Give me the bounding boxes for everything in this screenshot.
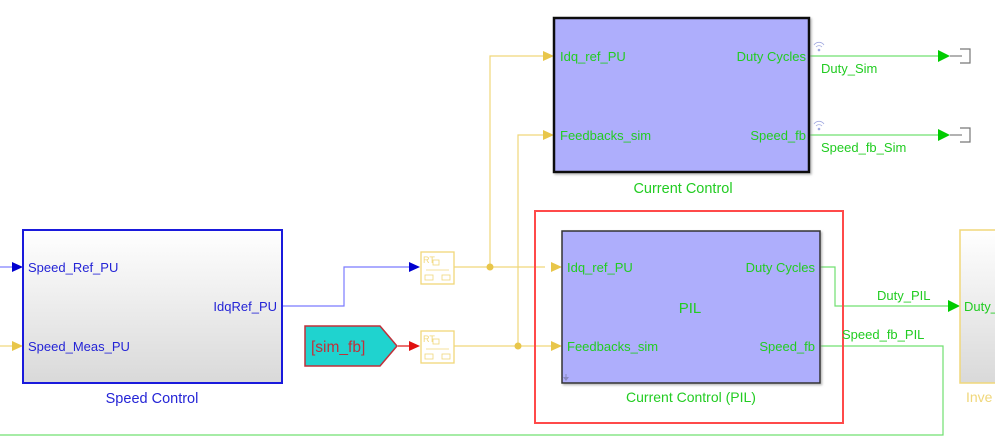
signal-branch-fb-top[interactable] bbox=[517, 134, 545, 346]
speed-control-block[interactable] bbox=[22, 229, 283, 384]
port-speed-meas: Speed_Meas_PU bbox=[28, 339, 130, 354]
signal-speed-fb-pil[interactable] bbox=[0, 345, 944, 436]
arrow-pil-fb bbox=[551, 341, 562, 351]
rt-label: RT bbox=[423, 255, 435, 265]
arrow-duty-pil bbox=[948, 300, 960, 312]
arrow-duty-sim bbox=[938, 50, 950, 62]
signal-idqref[interactable] bbox=[282, 266, 410, 307]
signal-label-duty-pil: Duty_PIL bbox=[877, 288, 930, 303]
port-cc-duty: Duty Cycles bbox=[737, 49, 807, 64]
port-speed-ref: Speed_Ref_PU bbox=[28, 260, 118, 275]
terminator-icon[interactable] bbox=[950, 127, 971, 143]
arrow-pil-idq bbox=[551, 262, 562, 272]
rt-label: RT bbox=[423, 334, 435, 344]
port-pil-duty: Duty Cycles bbox=[746, 260, 816, 275]
speed-control-title[interactable]: Speed Control bbox=[106, 391, 199, 407]
current-control-block[interactable] bbox=[552, 16, 811, 174]
branch-dot-idq bbox=[486, 263, 494, 271]
rate-transition-block[interactable] bbox=[420, 251, 455, 285]
signal-label-speed-fb-pil: Speed_fb_PIL bbox=[842, 327, 924, 342]
terminator-icon[interactable] bbox=[950, 48, 971, 64]
goto-tag-block[interactable] bbox=[304, 325, 398, 367]
arrow-speed-fb-sim bbox=[938, 129, 950, 141]
port-idqref: IdqRef_PU bbox=[213, 299, 277, 314]
port-cc-idq: Idq_ref_PU bbox=[560, 49, 626, 64]
port-pil-feedbacks: Feedbacks_sim bbox=[567, 339, 658, 354]
arrow-speed-meas bbox=[12, 341, 23, 351]
signal-log-icon bbox=[813, 41, 825, 52]
signal-branch-idq-top[interactable] bbox=[489, 55, 545, 267]
inverter-title[interactable]: Inve bbox=[966, 389, 993, 405]
highlight-box bbox=[534, 210, 844, 424]
arrow-sim-fb bbox=[409, 341, 420, 351]
rate-transition-block[interactable] bbox=[420, 330, 455, 364]
signal-log-icon bbox=[813, 120, 825, 131]
current-control-pil-title[interactable]: Current Control (PIL) bbox=[626, 389, 756, 405]
arrow-speed-ref bbox=[12, 262, 23, 272]
arrow-cc-fb bbox=[543, 130, 554, 140]
port-inverter-duty: Duty_ bbox=[964, 299, 995, 314]
inverter-block[interactable] bbox=[959, 229, 995, 384]
port-cc-feedbacks: Feedbacks_sim bbox=[560, 128, 651, 143]
signal-label-speed-fb-sim: Speed_fb_Sim bbox=[821, 140, 906, 155]
arrow-cc-idq bbox=[543, 51, 554, 61]
goto-tag-label: [sim_fb] bbox=[311, 339, 365, 356]
branch-dot-fb bbox=[514, 342, 522, 350]
signal-label-duty-sim: Duty_Sim bbox=[821, 61, 877, 76]
port-pil-speedfb: Speed_fb bbox=[759, 339, 815, 354]
port-pil-idq: Idq_ref_PU bbox=[567, 260, 633, 275]
pil-center-label: PIL bbox=[679, 300, 702, 317]
current-control-title[interactable]: Current Control bbox=[633, 181, 732, 197]
current-control-pil-block[interactable] bbox=[561, 230, 821, 384]
model-reference-icon bbox=[563, 374, 569, 381]
signal-duty-pil[interactable] bbox=[820, 266, 950, 307]
arrow-idqref bbox=[409, 262, 420, 272]
port-cc-speedfb: Speed_fb bbox=[750, 128, 806, 143]
